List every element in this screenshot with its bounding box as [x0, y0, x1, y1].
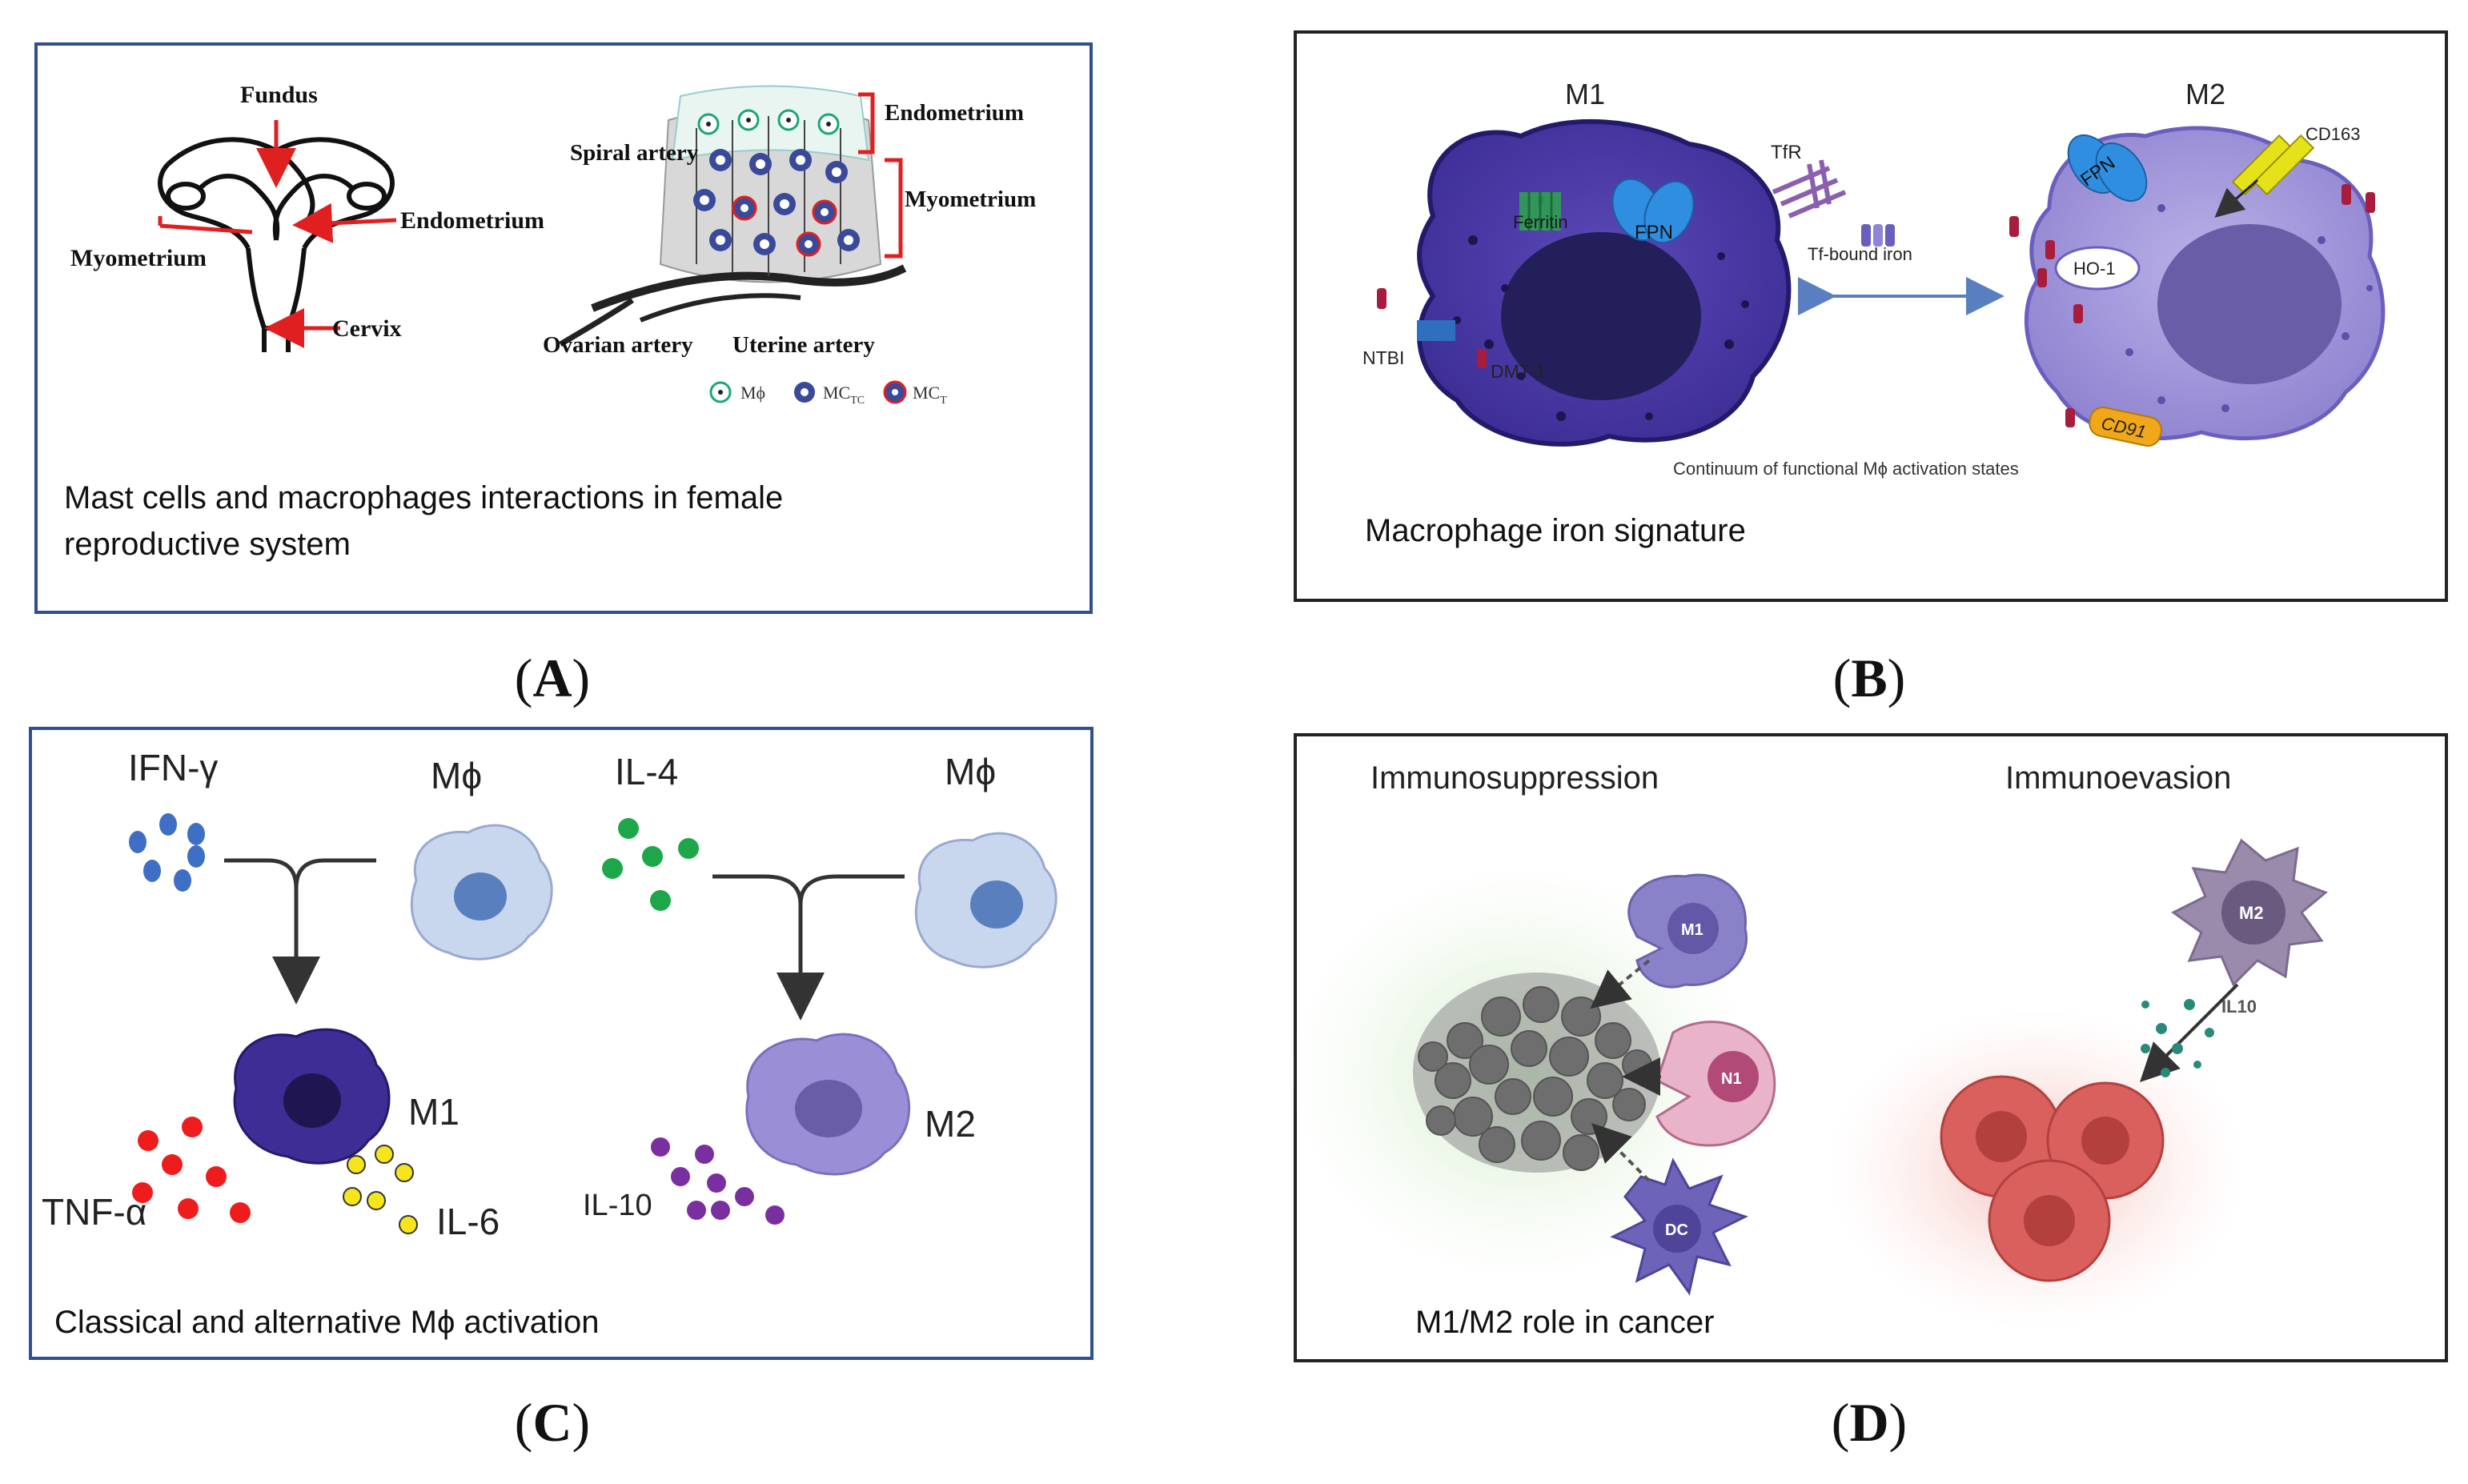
label-cd163: CD163 [2305, 124, 2360, 144]
panel-a-legend: Mϕ MCTC MCT [709, 380, 947, 407]
label-ferritin: Ferritin [1513, 212, 1567, 232]
il10-molecules [651, 1137, 785, 1225]
label-tfr: TfR [1771, 142, 1802, 163]
label-ntbi: NTBI [1362, 347, 1404, 368]
ifn-gamma-molecules [129, 813, 205, 892]
m2-cell-d: M2 [2171, 838, 2328, 987]
immunosuppression-tumor [1413, 973, 1661, 1173]
label-fpn-m1: FPN [1635, 222, 1673, 243]
panel-c-caption: Classical and alternative Mϕ activation [54, 1305, 600, 1340]
dmt1-iron-icon [1477, 349, 1487, 368]
legend-mctc-label: MCTC [823, 383, 865, 407]
label-n1-d: N1 [1721, 1070, 1742, 1088]
label-endometrium-left: Endometrium [400, 207, 544, 234]
label-mphi-left: Mϕ [431, 755, 482, 796]
label-m1-d: M1 [1681, 921, 1704, 939]
label-m2-d: M2 [2239, 903, 2264, 923]
label-dc-d: DC [1665, 1221, 1688, 1239]
il10-particles-d [2141, 999, 2214, 1077]
cd163-arrow [2214, 178, 2258, 218]
activation-arrow-left [224, 858, 376, 1005]
label-il10-d: IL10 [2221, 997, 2257, 1017]
cd163-icon [2231, 134, 2315, 196]
tnf-alpha-molecules [132, 1117, 251, 1223]
il6-molecules [343, 1145, 418, 1234]
panel-b: Ferritin FPN NTBI DMT-1 M1 TfR Tf-bou [1294, 30, 2448, 602]
m2-macrophage-activated [745, 1033, 911, 1176]
label-tnf-alpha: TNF-α [42, 1191, 146, 1233]
tissue-cells [693, 109, 860, 257]
tfr-icon [1772, 159, 1847, 219]
panel-d: Immunosuppression Immunoevasion M1 [1289, 733, 2448, 1362]
label-dmt1: DMT-1 [1491, 361, 1546, 382]
panel-a-caption-line1: Mast cells and macrophages interactions … [64, 480, 783, 515]
panel-c: IFN-γ Mϕ IL-4 Mϕ [29, 727, 1094, 1360]
label-m2-b: M2 [2185, 78, 2225, 110]
m2-iron-particles [2009, 184, 2375, 427]
panel-a-letter: (A) [515, 648, 590, 708]
tf-bound-iron-icon [1861, 224, 1895, 247]
label-cervix: Cervix [332, 315, 402, 342]
label-m2-c: M2 [925, 1103, 976, 1145]
legend-mphi-label: Mϕ [740, 383, 765, 403]
panel-a-caption-line2: reproductive system [64, 527, 351, 562]
panel-b-caption: Macrophage iron signature [1365, 513, 1746, 548]
label-mphi-right: Mϕ [945, 751, 996, 792]
panel-d-caption: M1/M2 role in cancer [1415, 1305, 1714, 1340]
label-spiral-artery: Spiral artery [570, 140, 699, 166]
label-m1-b: M1 [1565, 78, 1605, 110]
ho1-icon [2054, 246, 2141, 291]
panel-a: Fundus Endometrium Myometrium Cervix [34, 42, 1093, 614]
resting-macrophage-left [410, 824, 553, 961]
label-immunoevasion: Immunoevasion [2005, 760, 2231, 796]
panel-b-letter: (B) [1833, 648, 1906, 708]
label-tf-bound-iron: Tf-bound iron [1808, 244, 1912, 264]
m2-cell-iron: HO-1 FPN CD163 CD91 [2009, 124, 2386, 447]
label-immunosuppression: Immunosuppression [1370, 760, 1659, 796]
label-ifn-gamma: IFN-γ [128, 747, 218, 788]
label-m1-c: M1 [408, 1091, 459, 1133]
resting-macrophage-right [914, 832, 1057, 969]
label-ho1: HO-1 [2073, 259, 2116, 279]
label-endometrium-right: Endometrium [885, 100, 1024, 126]
m1-macrophage-activated [233, 1028, 391, 1165]
fpn-m1-icon [1611, 178, 1695, 244]
legend-mct-label: MCT [913, 383, 947, 407]
m1-cell-d: M1 [1627, 873, 1748, 989]
dc-cell: DC [1610, 1157, 1748, 1296]
cd91-icon [2089, 407, 2162, 447]
ferritin-icon [1519, 192, 1561, 231]
tissue-section [559, 85, 907, 347]
label-myometrium-right: Myometrium [905, 187, 1036, 212]
label-ovarian-artery: Ovarian artery [543, 332, 693, 358]
label-fundus: Fundus [240, 82, 318, 108]
il10-arrow [2140, 983, 2239, 1082]
m1-to-tumor-arrow [1590, 959, 1651, 1009]
fpn-m2-icon [2067, 134, 2148, 203]
label-il6: IL-6 [436, 1201, 500, 1242]
m1-cell-iron: Ferritin FPN NTBI DMT-1 [1362, 118, 1792, 447]
n1-cell: N1 [1655, 1021, 1776, 1147]
uterus-arrows [158, 120, 397, 348]
label-uterine-artery: Uterine artery [732, 332, 875, 358]
panel-c-letter: (C) [515, 1392, 590, 1453]
label-il4: IL-4 [615, 751, 678, 792]
panel-d-letter: (D) [1832, 1392, 1907, 1453]
il4-molecules [602, 818, 699, 911]
label-continuum: Continuum of functional Mϕ activation st… [1673, 459, 2019, 479]
activation-arrow-right [712, 874, 905, 1021]
immunoevasion-tumor [1940, 1075, 2165, 1282]
ntbi-transporter-icon [1417, 320, 1455, 341]
ntbi-iron-icon [1377, 288, 1386, 309]
label-myometrium-left: Myometrium [70, 245, 207, 271]
label-il10: IL-10 [583, 1189, 652, 1222]
